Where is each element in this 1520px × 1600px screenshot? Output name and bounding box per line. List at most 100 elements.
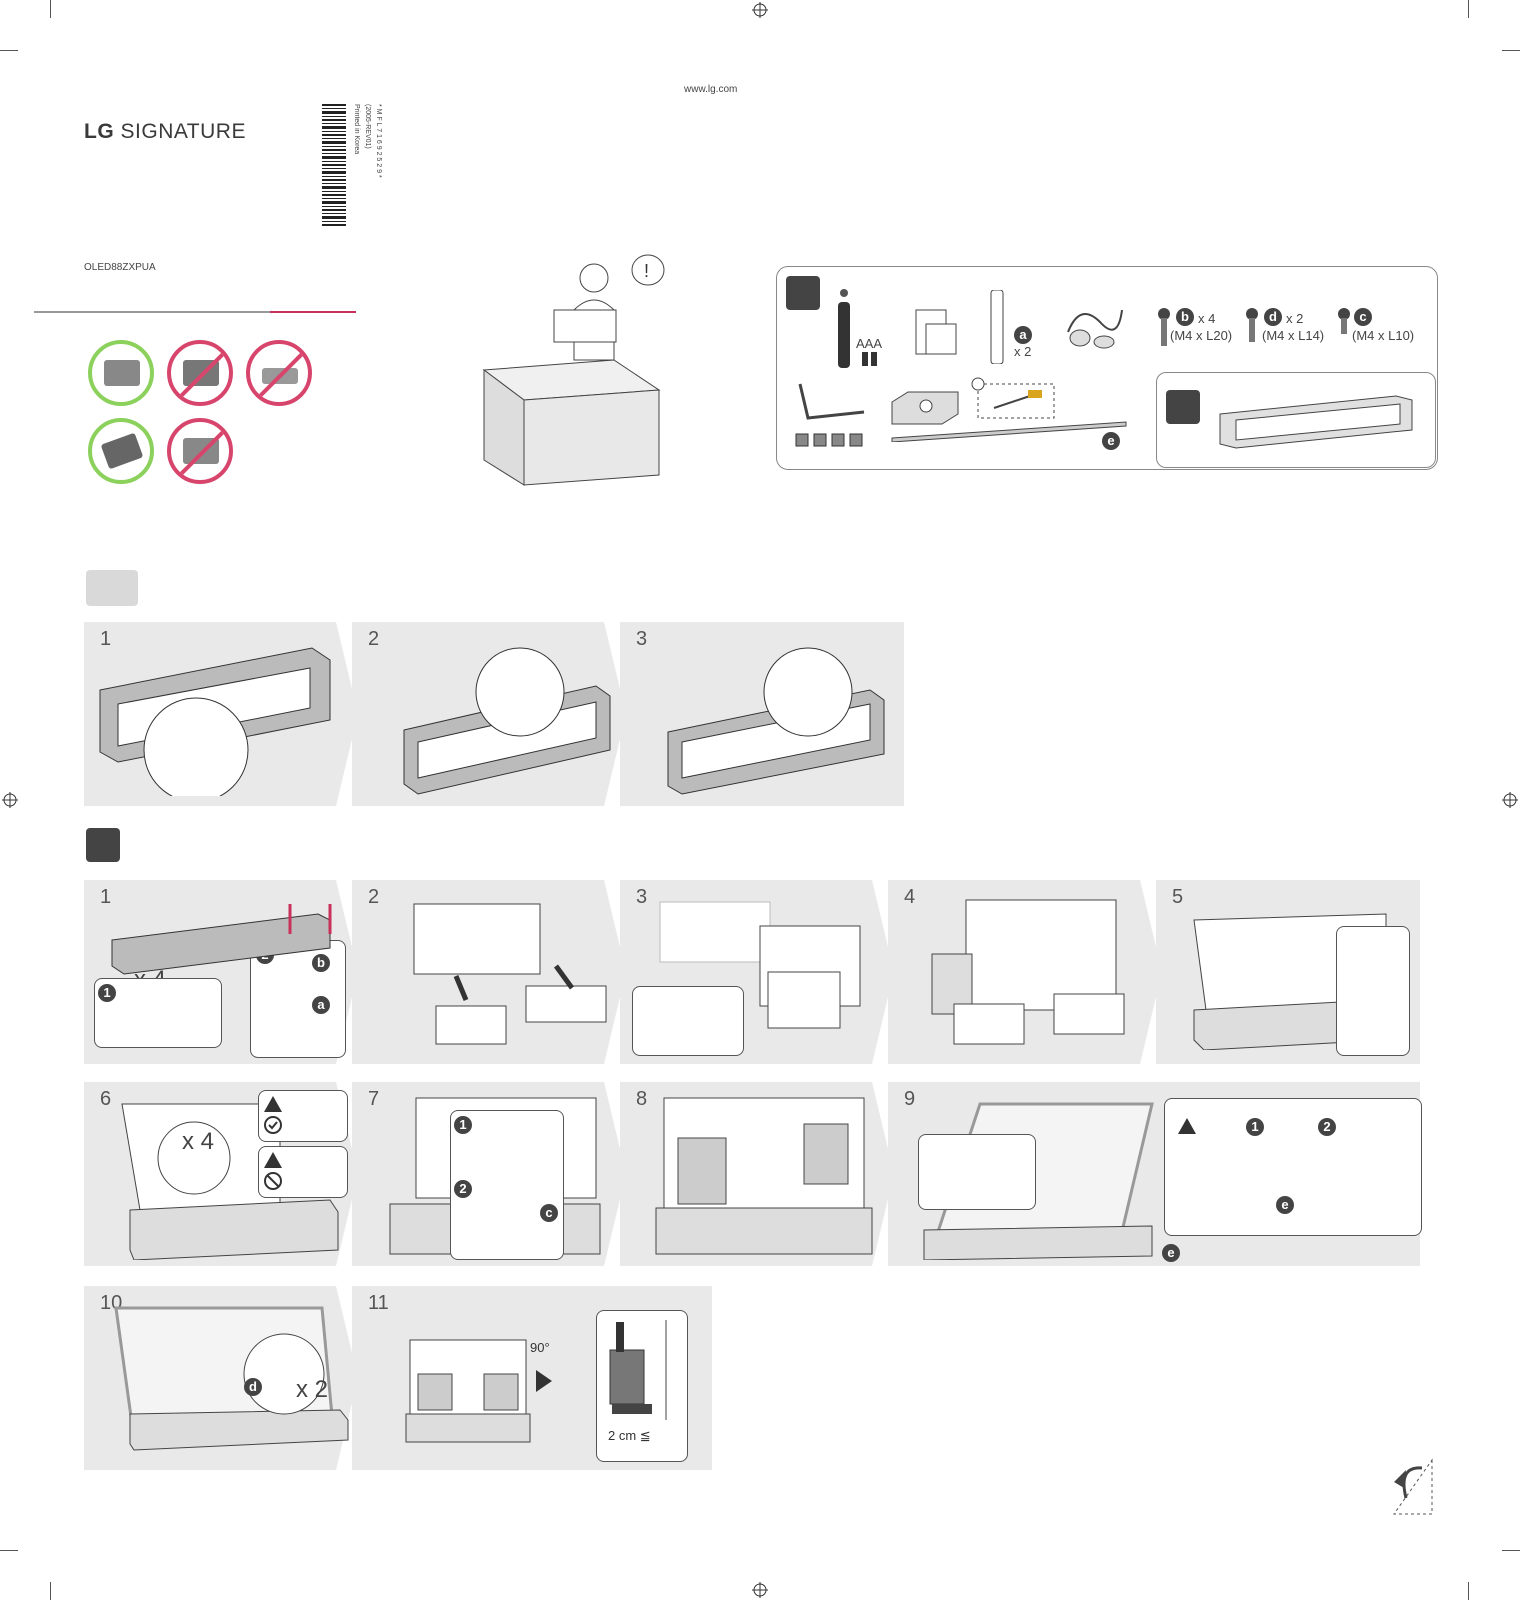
carry-wrong-flat-icon [246,340,312,406]
website-url: www.lg.com [684,84,738,95]
play-arrow-icon [536,1370,552,1392]
frame-illustration [403,647,611,795]
step-number: 11 [368,1292,389,1314]
step9-detail-callout [918,1134,1036,1210]
crop-mark [50,0,51,18]
stand-frame-illustration [1219,395,1413,449]
part-c-letter: c [1354,308,1372,326]
barcode-text: * M F L 7 1 6 9 2 5 2 9 * (2005-REV01) P… [344,104,384,228]
step6-count: x 4 [182,1128,215,1155]
step9-sub-2: 2 [1318,1118,1336,1136]
part-d-qty: x 2 [1286,311,1304,326]
printed-in: Printed in Korea [353,104,360,155]
page-turn-icon [1393,1458,1433,1515]
frame-illustration [667,647,885,795]
barcode-number: * M F L 7 1 6 9 2 5 2 9 * [375,104,382,178]
step3-callout [632,986,744,1056]
remote-control-icon [838,289,850,368]
step-number: 4 [904,886,916,908]
crop-mark [0,1550,18,1551]
tv-secure-illustration [121,1103,339,1260]
warning-icon [1178,1118,1196,1134]
warning-icon [264,1152,282,1168]
step9-callout [1164,1098,1422,1236]
step-number: 7 [368,1088,380,1110]
crop-mark [50,1582,51,1600]
divider [34,311,270,313]
step1-sub-1: 1 [98,984,116,1002]
barcode [322,104,346,226]
step9-part-e-detail: e [1276,1196,1294,1214]
screw-c-icon [1338,308,1350,334]
part-a-letter: a [1014,326,1032,344]
step11-gap: 2 cm ≦ [608,1428,651,1443]
step7-part-c: c [540,1204,558,1222]
part-b-size: (M4 x L20) [1170,328,1233,343]
warning-icon [264,1096,282,1112]
tv-final-screw-illustration [114,1306,349,1451]
check-icon [264,1116,282,1134]
part-e-letter: e [1102,432,1120,450]
frame-illustration [111,904,332,975]
step5-callout [1336,926,1410,1056]
step1-part-b: b [312,954,330,972]
included-parts-panel [776,266,1438,470]
tv-place-illustration [659,901,861,1029]
corner-caps-icon [795,433,863,447]
part-a-qty: x 2 [1014,344,1032,359]
step10-count: x 2 [296,1376,329,1403]
stand-block-icon [891,391,959,425]
step9-part-e: e [1162,1244,1180,1262]
step11-angle: 90° [530,1340,550,1355]
crop-mark [1502,50,1520,51]
l-bracket-icon [798,383,865,420]
av-cable-icon [971,377,1055,419]
step-number: 1 [100,628,112,650]
stand-panel [1156,372,1436,468]
crop-mark [0,50,18,51]
manual-icon [915,309,957,355]
battery-icon [862,352,877,366]
step9-sub-1: 1 [1246,1118,1264,1136]
step1-part-a: a [312,996,330,1014]
screw-b-icon [1158,308,1170,346]
brand-signature: SIGNATURE [120,120,246,143]
crop-mark [1502,1550,1520,1551]
part-d-letter: d [1264,308,1282,326]
step7-sub-2: 2 [454,1180,472,1198]
step-number: 6 [100,1088,112,1110]
tv-finished-illustration [405,1339,531,1443]
step-number: 2 [368,886,380,908]
brand-lg: LG [84,120,115,143]
crop-mark [1468,1582,1469,1600]
prohibited-icon [264,1172,282,1190]
step-number: 3 [636,628,648,650]
rail-e-icon [891,421,1127,442]
hold-edge-correct-icon [88,418,154,484]
bracket-a-icon [990,290,1004,364]
step10-part-d: d [244,1378,262,1396]
step-number: 3 [636,886,648,908]
unboxing-illustration: ! [482,254,665,486]
cable-icon [1067,309,1123,349]
step-number: 5 [1172,886,1184,908]
screw-d-icon [1246,308,1258,342]
part-b-qty: x 4 [1198,311,1216,326]
step7-sub-1: 1 [454,1116,472,1134]
revision-code: (2005-REV01) [364,104,371,149]
step-number: 1 [100,886,112,908]
box-contents-icon [786,276,820,310]
back-cover-illustration [655,1097,873,1255]
model-number: OLED88ZXPUA [84,262,156,273]
crop-mark [1468,0,1469,18]
part-c-size: (M4 x L10) [1352,328,1415,343]
carry-correct-icon [88,340,154,406]
touch-screen-wrong-icon [167,418,233,484]
battery-label: AAA [856,336,883,351]
step-number: 2 [368,628,380,650]
stand-icon [1166,390,1200,424]
tv-unpack-illustration [413,903,607,1045]
carry-wrong-icon [167,340,233,406]
part-d-size: (M4 x L14) [1262,328,1325,343]
svg-text:!: ! [644,261,649,281]
